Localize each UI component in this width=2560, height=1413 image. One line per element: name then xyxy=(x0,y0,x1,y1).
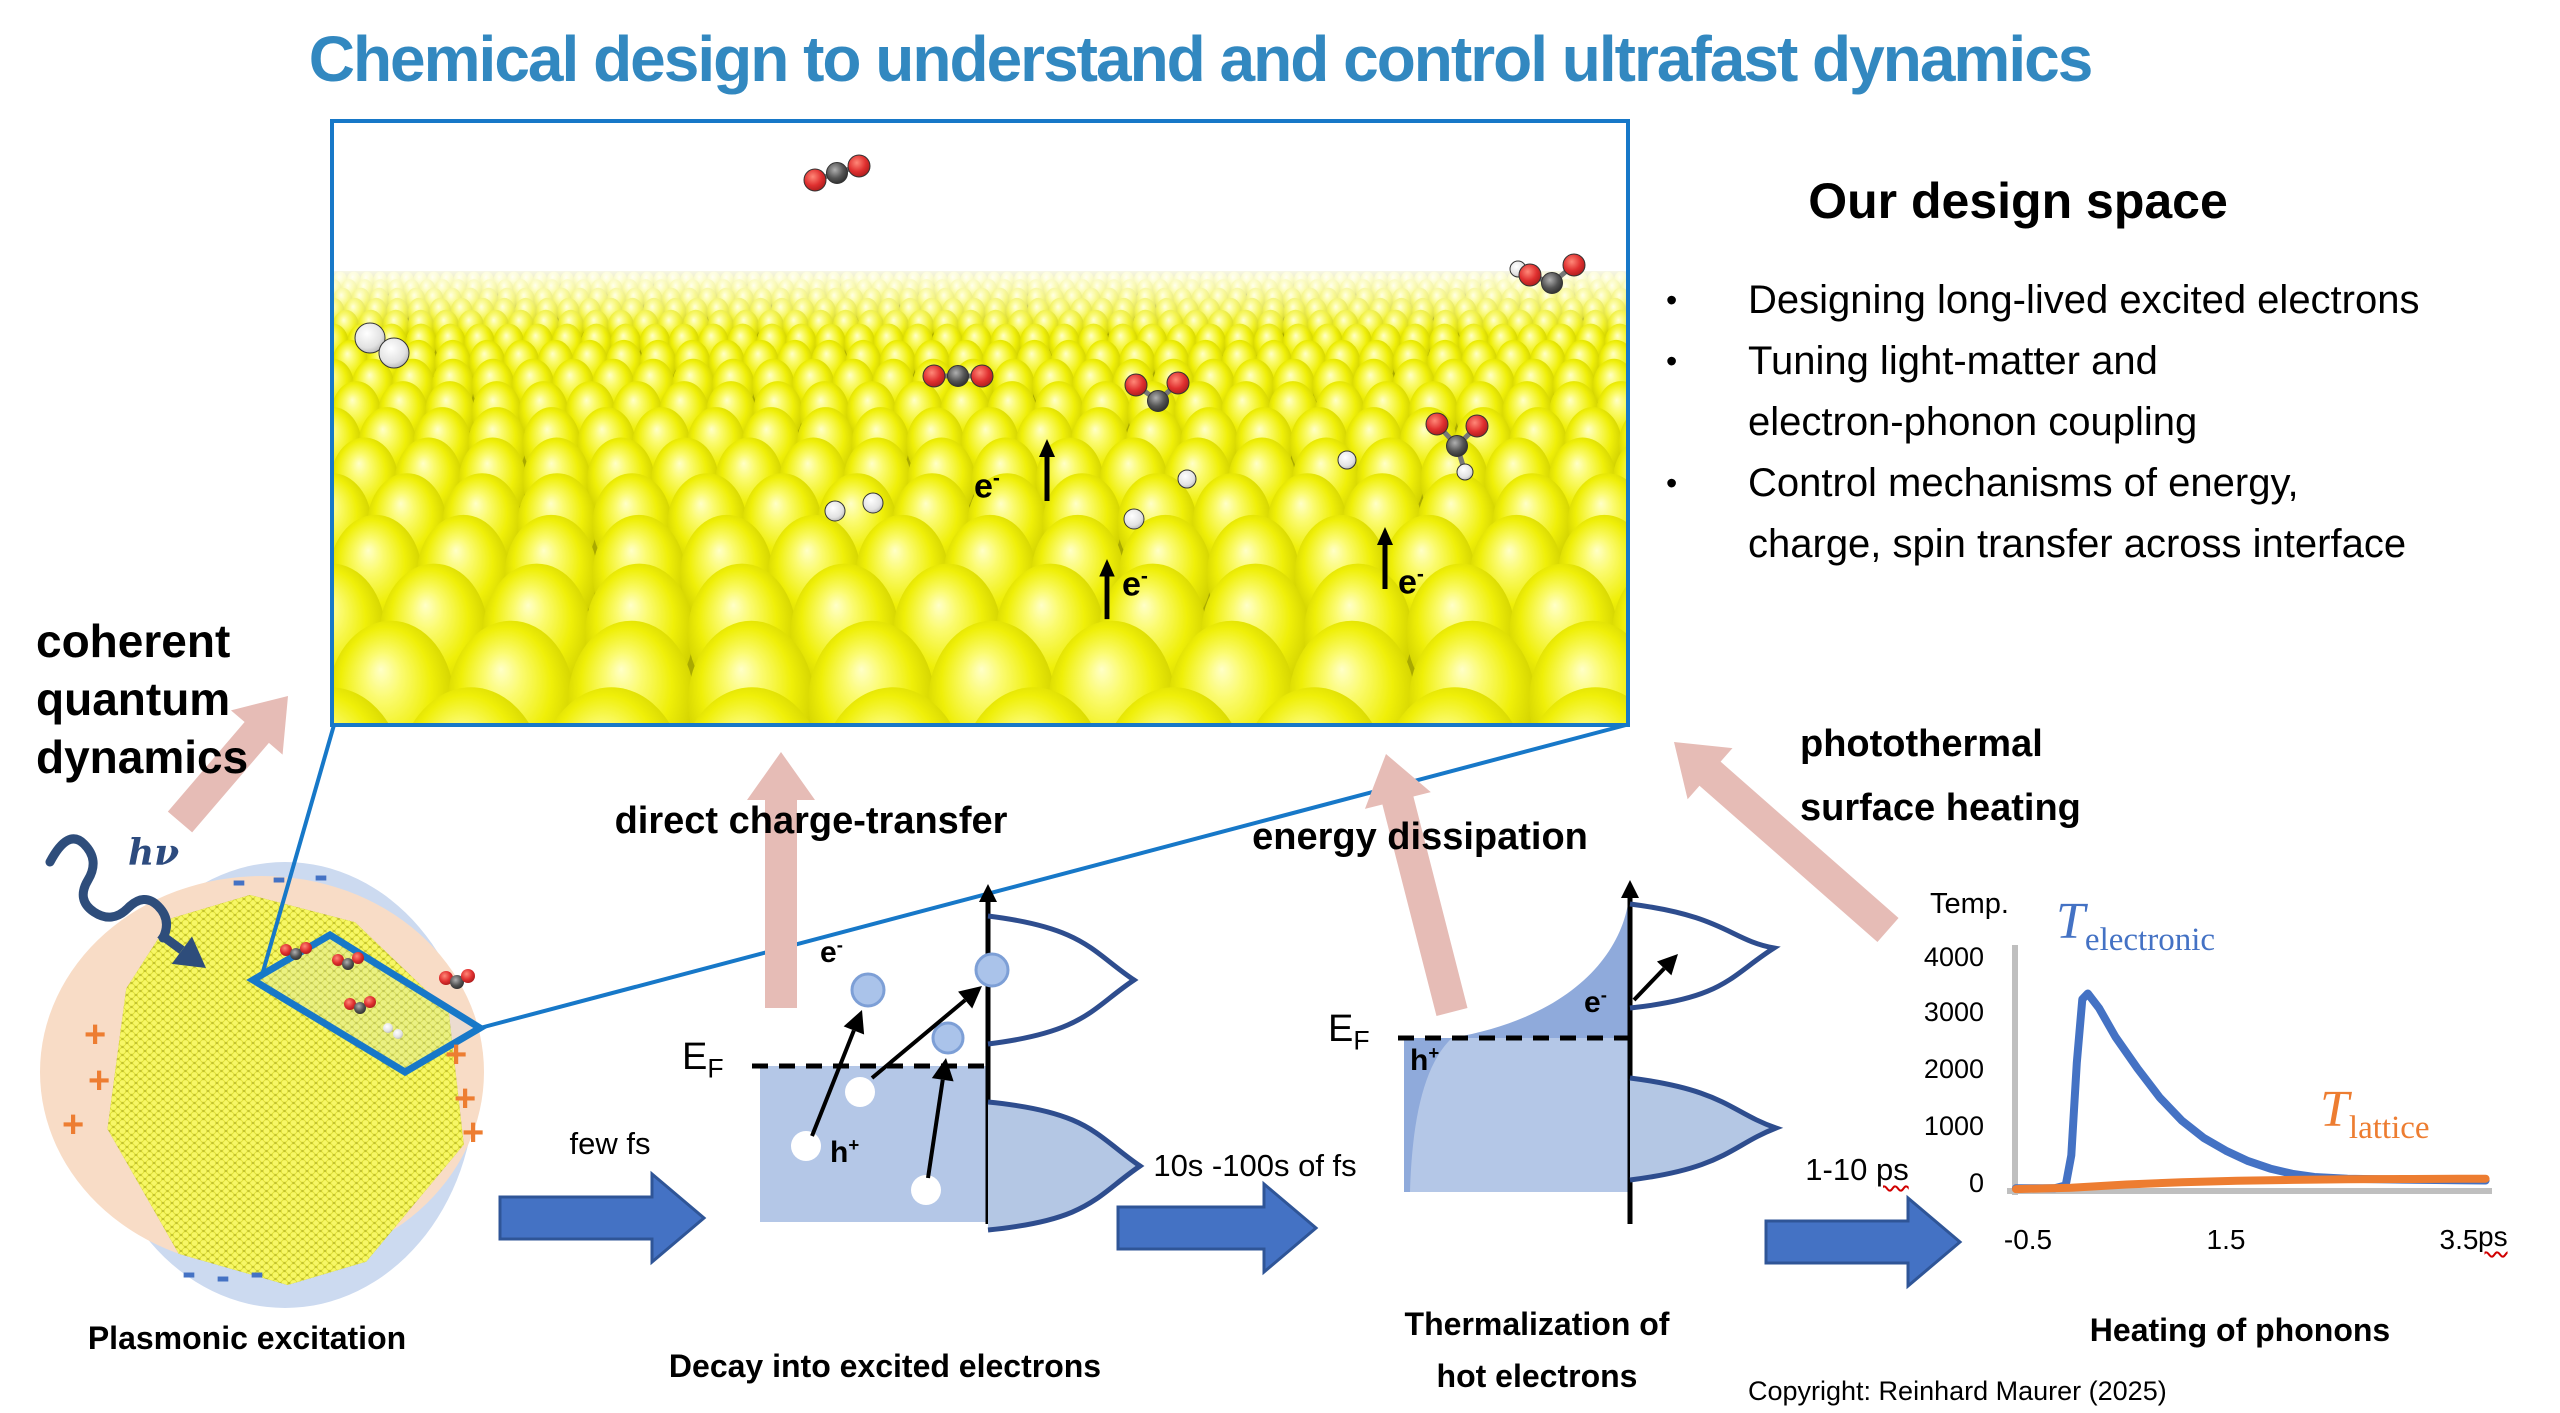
chart-y-axis-title: Temp. xyxy=(1930,888,2009,920)
hot-electron-label: e- xyxy=(1122,565,1148,604)
hot-electron-label: e- xyxy=(974,467,1000,506)
y-tick-3000: 3000 xyxy=(1923,997,1984,1027)
copyright-note: Copyright: Reinhard Maurer (2025) xyxy=(1748,1376,2167,1406)
minus-charge: - xyxy=(182,1248,196,1295)
y-tick-4000: 4000 xyxy=(1923,942,1984,972)
bullet-text: Control mechanisms of energy, charge, sp… xyxy=(1748,461,2407,566)
electron-label: e- xyxy=(1584,984,1607,1019)
minus-charge: - xyxy=(232,856,246,903)
up-arrow-icon xyxy=(1099,559,1115,620)
minus-charge: - xyxy=(314,851,328,898)
timescale-10s-100s-fs: 10s -100s of fs xyxy=(1153,1148,1357,1183)
plus-charge: + xyxy=(62,1104,85,1146)
photon-hv-label: hν xyxy=(128,832,180,874)
plus-charge: + xyxy=(88,1060,111,1102)
coherent-quantum-dynamics-label: coherent quantum dynamics xyxy=(36,615,249,783)
electron-label: e- xyxy=(820,934,843,969)
direct-charge-transfer-label: direct charge-transfer xyxy=(614,800,1008,842)
hot-electron-label: e- xyxy=(1398,563,1424,602)
bullet-icon: • xyxy=(1666,465,1678,501)
up-arrow-icon xyxy=(1039,439,1055,501)
y-tick-1000: 1000 xyxy=(1923,1111,1984,1141)
photothermal-heating-label: photothermal surface heating xyxy=(1800,723,2081,829)
y-tick-0: 0 xyxy=(1968,1168,1984,1198)
bullet-text: Designing long-lived excited electrons xyxy=(1748,278,2420,322)
gold-surface-panel: e- e- e- xyxy=(330,119,1630,727)
up-arrow-icon xyxy=(1377,527,1393,589)
fermi-level-label: EF xyxy=(1328,1008,1370,1056)
timescale-1-10-ps: 1-10 ps xyxy=(1805,1152,1909,1187)
minus-charge: - xyxy=(216,1252,230,1299)
hole-label: h+ xyxy=(830,1134,860,1169)
bullet-text: Tuning light-matter and electron-phonon … xyxy=(1748,339,2198,444)
caption-heating-of-phonons: Heating of phonons xyxy=(2089,1312,2391,1348)
bullet-icon: • xyxy=(1666,343,1678,379)
bullet-icon: • xyxy=(1666,282,1678,318)
design-space-bullets: • Designing long-lived excited electrons… xyxy=(1666,270,2560,575)
minus-charge: - xyxy=(250,1248,264,1295)
fermi-level-label: EF xyxy=(682,1036,724,1084)
design-space-heading: Our design space xyxy=(1808,173,2228,229)
gold-surface-illustration xyxy=(334,154,1626,723)
caption-plasmonic-excitation: Plasmonic excitation xyxy=(87,1320,407,1356)
x-tick-15: 1.5 xyxy=(2206,1224,2246,1255)
slide-title: Chemical design to understand and contro… xyxy=(308,23,2094,95)
plus-charge: + xyxy=(84,1014,107,1056)
x-tick-neg05: -0.5 xyxy=(2003,1224,2053,1255)
x-axis-unit: ps xyxy=(2478,1221,2508,1252)
legend-T-lattice: Tlattice xyxy=(2320,1081,2430,1146)
plus-charge: + xyxy=(462,1112,485,1154)
legend-T-electronic: Telectronic xyxy=(2056,893,2216,958)
plus-charge: + xyxy=(454,1078,477,1120)
hole-label: h+ xyxy=(1410,1042,1440,1077)
bullet-item: • Control mechanisms of energy, charge, … xyxy=(1666,453,2560,575)
energy-dissipation-label: energy dissipation xyxy=(1252,816,1588,858)
bullet-item: • Tuning light-matter and electron-phono… xyxy=(1666,331,2560,453)
caption-thermalization: Thermalization of hot electrons xyxy=(1404,1306,1670,1394)
timescale-few-fs: few fs xyxy=(569,1126,651,1161)
caption-decay-excited-electrons: Decay into excited electrons xyxy=(668,1348,1102,1384)
bullet-item: • Designing long-lived excited electrons xyxy=(1666,270,2560,331)
x-tick-35: 3.5 xyxy=(2439,1224,2479,1255)
plus-charge: + xyxy=(445,1034,468,1076)
minus-charge: - xyxy=(272,853,286,900)
y-tick-2000: 2000 xyxy=(1923,1054,1984,1084)
